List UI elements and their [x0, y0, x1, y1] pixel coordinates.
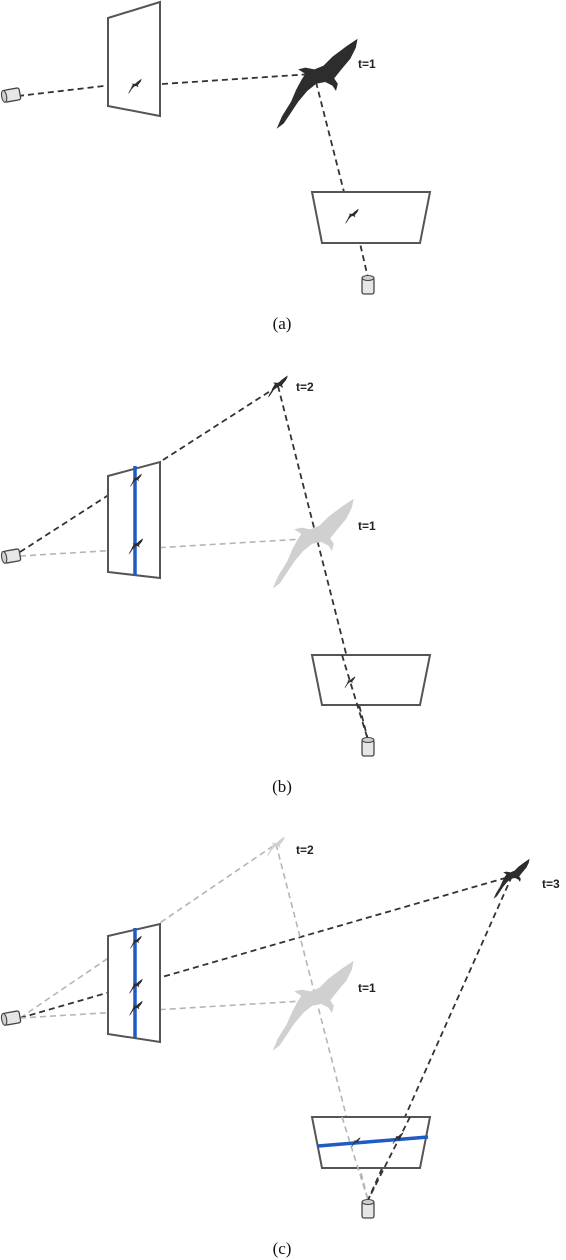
- panel-caption: (a): [273, 314, 292, 333]
- ray: [355, 225, 369, 279]
- camera-icon: [0, 1010, 22, 1027]
- time-label: t=1: [358, 519, 376, 533]
- camera-icon: [0, 548, 22, 565]
- ray: [161, 73, 313, 85]
- ray: [341, 1116, 369, 1201]
- camera-icon: [361, 736, 375, 757]
- ray: [315, 81, 345, 193]
- ray: [19, 999, 321, 1019]
- bird-icon: [272, 960, 354, 1051]
- time-label: t=2: [296, 380, 314, 394]
- bird-icon: [272, 498, 354, 589]
- ray: [367, 1116, 411, 1201]
- camera-icon: [361, 1198, 375, 1219]
- panel-a: t=1 (a): [0, 0, 432, 333]
- panel-caption: (c): [273, 1239, 292, 1258]
- rays: [17, 73, 369, 279]
- panel-caption: (b): [272, 777, 292, 796]
- ray: [275, 843, 369, 1201]
- rays: [19, 843, 513, 1201]
- ray: [19, 537, 321, 557]
- image-plane-bottom: [310, 654, 432, 706]
- image-plane-bottom: [310, 191, 432, 244]
- ray: [341, 654, 369, 741]
- camera-icon: [361, 274, 375, 295]
- panel-b: t=2 t=1 (b): [0, 375, 432, 796]
- time-label: t=3: [542, 877, 560, 891]
- time-label: t=1: [358, 57, 376, 71]
- panel-c: t=2 t=3 t=1 (c): [0, 836, 560, 1258]
- camera-icon: [0, 87, 22, 104]
- rays: [19, 385, 369, 741]
- image-plane-left: [107, 0, 161, 118]
- ray: [19, 875, 513, 1019]
- time-label: t=2: [296, 843, 314, 857]
- epipolar-line: [317, 1135, 429, 1148]
- time-label: t=1: [358, 981, 376, 995]
